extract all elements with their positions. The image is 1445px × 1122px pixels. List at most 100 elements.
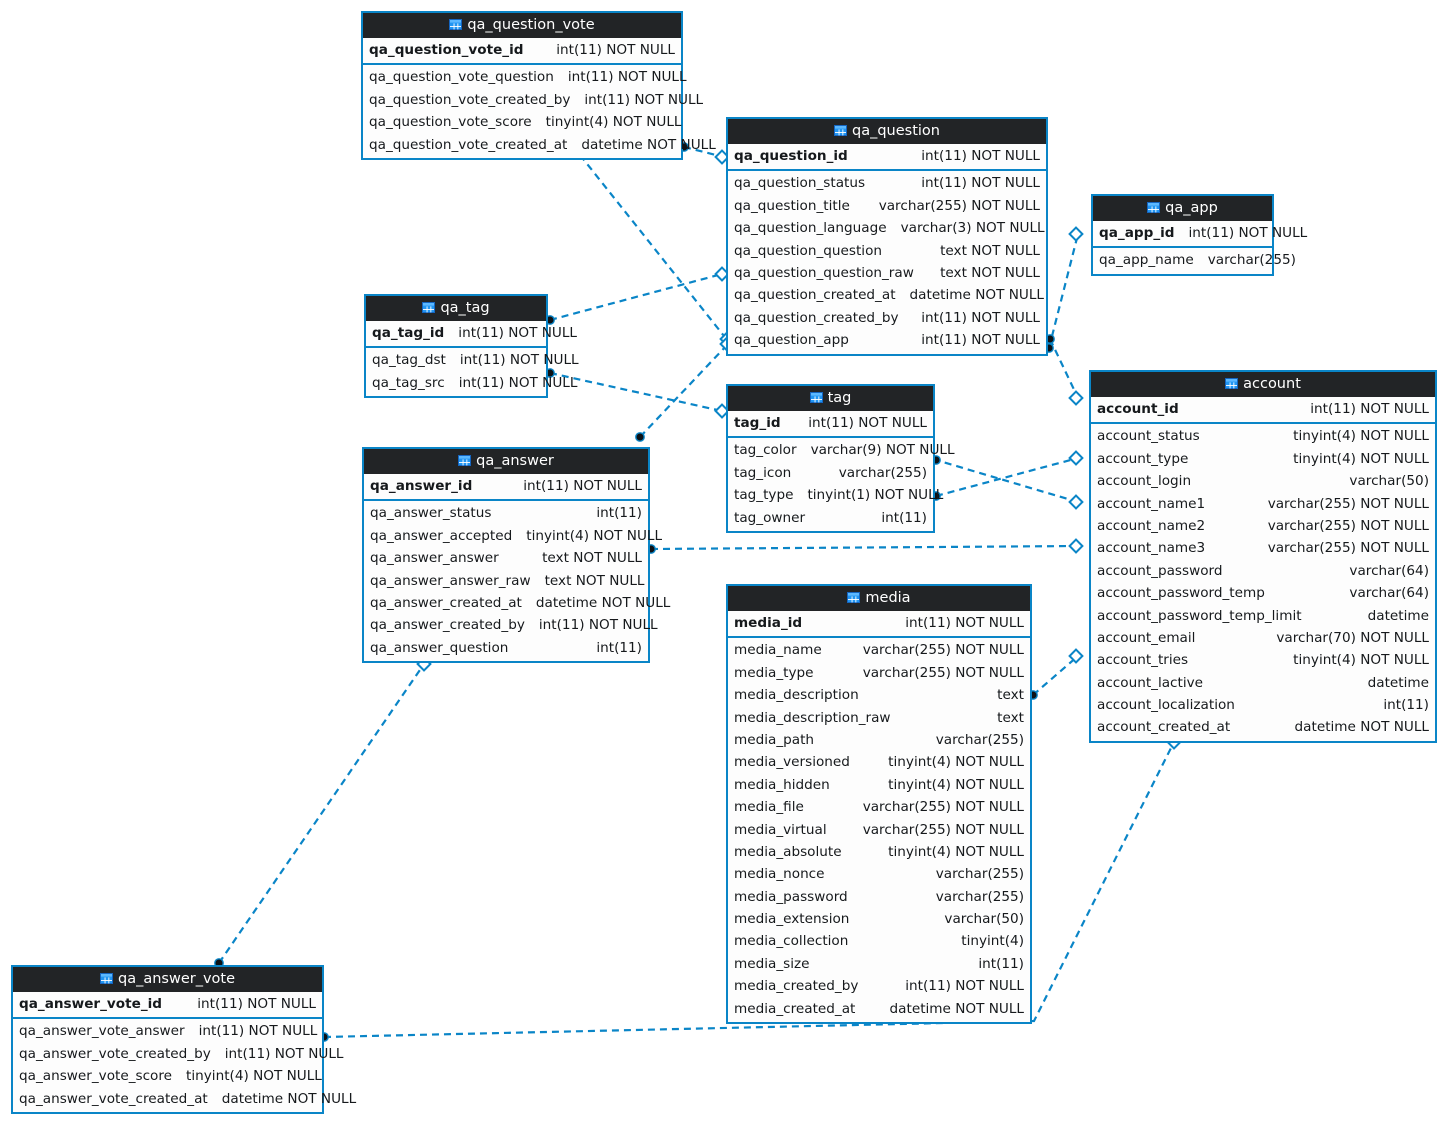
relationship-rel-qqv-qq-b[interactable] (575, 150, 735, 347)
table-header[interactable]: qa_tag (366, 296, 546, 321)
table-header[interactable]: qa_answer_vote (13, 967, 322, 992)
column-name: qa_question_app (734, 332, 849, 349)
relationship-rel-qaans-qq[interactable] (635, 336, 735, 442)
table-header[interactable]: qa_question_vote (363, 13, 681, 38)
table-icon (449, 19, 463, 30)
table-header[interactable]: account (1091, 372, 1435, 397)
relationship-rel-media-acct[interactable] (1028, 648, 1084, 700)
relationship-rel-qaansv-qaans[interactable] (214, 656, 432, 968)
relationship-rel-qq-acct[interactable] (1045, 334, 1084, 406)
table-header[interactable]: media (728, 586, 1030, 611)
table-header[interactable]: qa_answer (364, 449, 648, 474)
table-header[interactable]: qa_app (1093, 196, 1272, 221)
relationship-rel-qaans-acct[interactable] (646, 538, 1084, 554)
relationship-rel-qatag-qq[interactable] (545, 266, 730, 325)
relationship-rel-qq-qaapp[interactable] (1044, 226, 1084, 353)
relationship-rel-qaans-acct-b[interactable] (931, 455, 1084, 510)
table-header[interactable]: qa_question (728, 119, 1046, 144)
table-header[interactable]: tag (728, 386, 933, 411)
